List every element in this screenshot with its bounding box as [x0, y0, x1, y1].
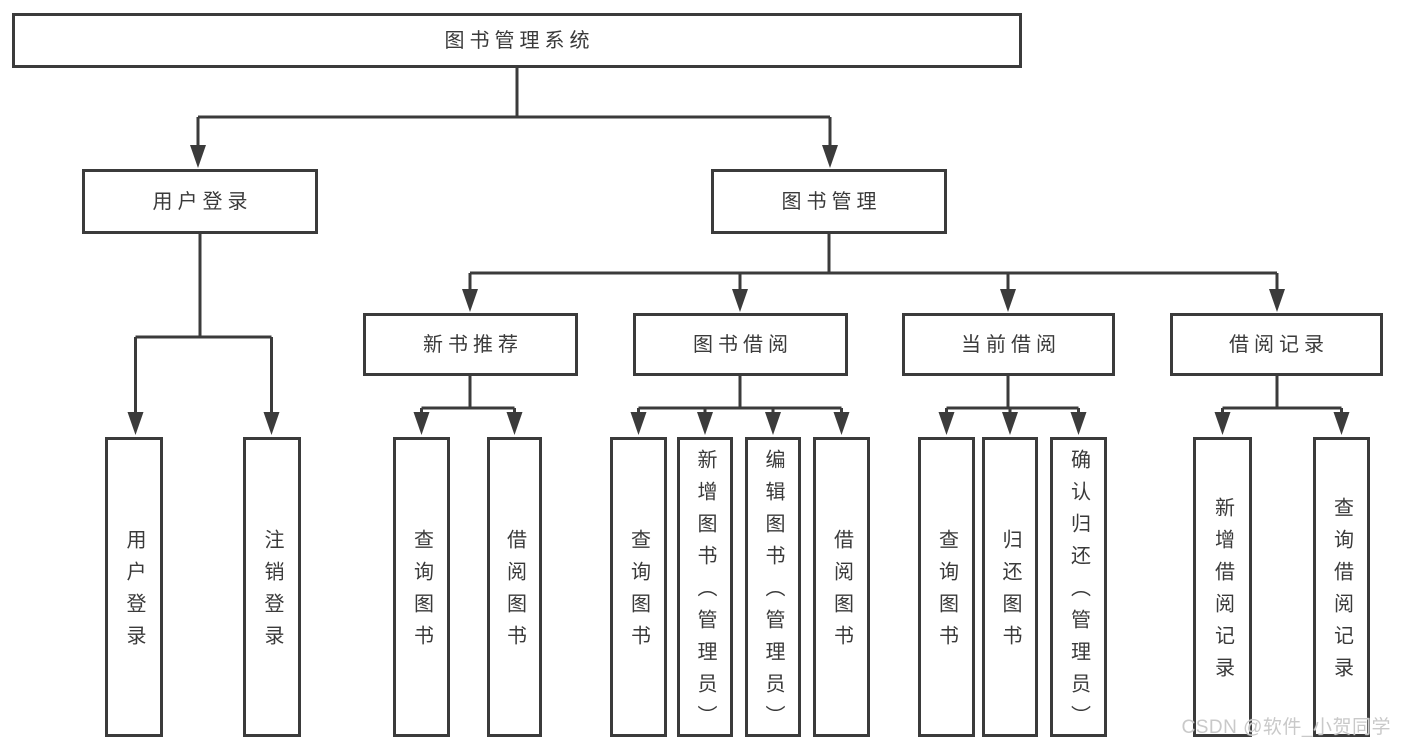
leaf-user-login: 用户登录	[105, 437, 163, 737]
leaf-borrowing-query-book-label: 查询图书	[627, 529, 650, 657]
node-new-book-recommend: 新书推荐	[363, 313, 578, 376]
leaf-recommend-borrow-book-label: 借阅图书	[503, 529, 526, 657]
leaf-return-book-label: 归还图书	[999, 529, 1021, 657]
leaf-recommend-query-book: 查询图书	[393, 437, 450, 737]
watermark: CSDN @软件_小贺同学	[1181, 717, 1391, 738]
node-borrowing-records: 借阅记录	[1170, 313, 1383, 376]
leaf-borrowing-borrow-book: 借阅图书	[813, 437, 870, 737]
leaf-query-borrow-record: 查询借阅记录	[1313, 437, 1370, 737]
node-borrowing-records-label: 借阅记录	[1229, 333, 1329, 356]
leaf-edit-book-admin: 编辑图书（管理员）	[745, 437, 801, 737]
node-user-login: 用户登录	[82, 169, 318, 234]
leaf-add-borrow-record: 新增借阅记录	[1193, 437, 1252, 737]
leaf-add-borrow-record-label: 新增借阅记录	[1211, 497, 1234, 689]
node-book-management: 图书管理	[711, 169, 947, 234]
leaf-add-book-admin-label: 新增图书（管理员）	[694, 449, 716, 737]
leaf-logout: 注销登录	[243, 437, 301, 737]
node-book-borrowing: 图书借阅	[633, 313, 848, 376]
leaf-add-book-admin: 新增图书（管理员）	[677, 437, 733, 737]
node-user-login-label: 用户登录	[152, 190, 253, 213]
node-root-label: 图书管理系统	[444, 29, 595, 52]
leaf-query-borrow-record-label: 查询借阅记录	[1330, 497, 1353, 689]
leaf-user-login-label: 用户登录	[123, 529, 145, 657]
leaf-logout-label: 注销登录	[261, 529, 283, 657]
node-current-borrowing-label: 当前借阅	[961, 333, 1061, 356]
leaf-borrowing-borrow-book-label: 借阅图书	[830, 529, 853, 657]
node-root: 图书管理系统	[12, 13, 1022, 68]
leaf-return-book: 归还图书	[982, 437, 1038, 737]
node-book-management-label: 图书管理	[781, 190, 882, 213]
leaf-current-query-book-label: 查询图书	[935, 529, 958, 657]
leaf-borrowing-query-book: 查询图书	[610, 437, 667, 737]
leaf-confirm-return-admin-label: 确认归还（管理员）	[1067, 449, 1090, 737]
node-book-borrowing-label: 图书借阅	[693, 333, 793, 356]
leaf-recommend-query-book-label: 查询图书	[410, 529, 433, 657]
leaf-recommend-borrow-book: 借阅图书	[487, 437, 542, 737]
leaf-current-query-book: 查询图书	[918, 437, 975, 737]
node-new-book-recommend-label: 新书推荐	[423, 333, 523, 356]
leaf-confirm-return-admin: 确认归还（管理员）	[1050, 437, 1107, 737]
leaf-edit-book-admin-label: 编辑图书（管理员）	[762, 449, 784, 737]
node-current-borrowing: 当前借阅	[902, 313, 1115, 376]
